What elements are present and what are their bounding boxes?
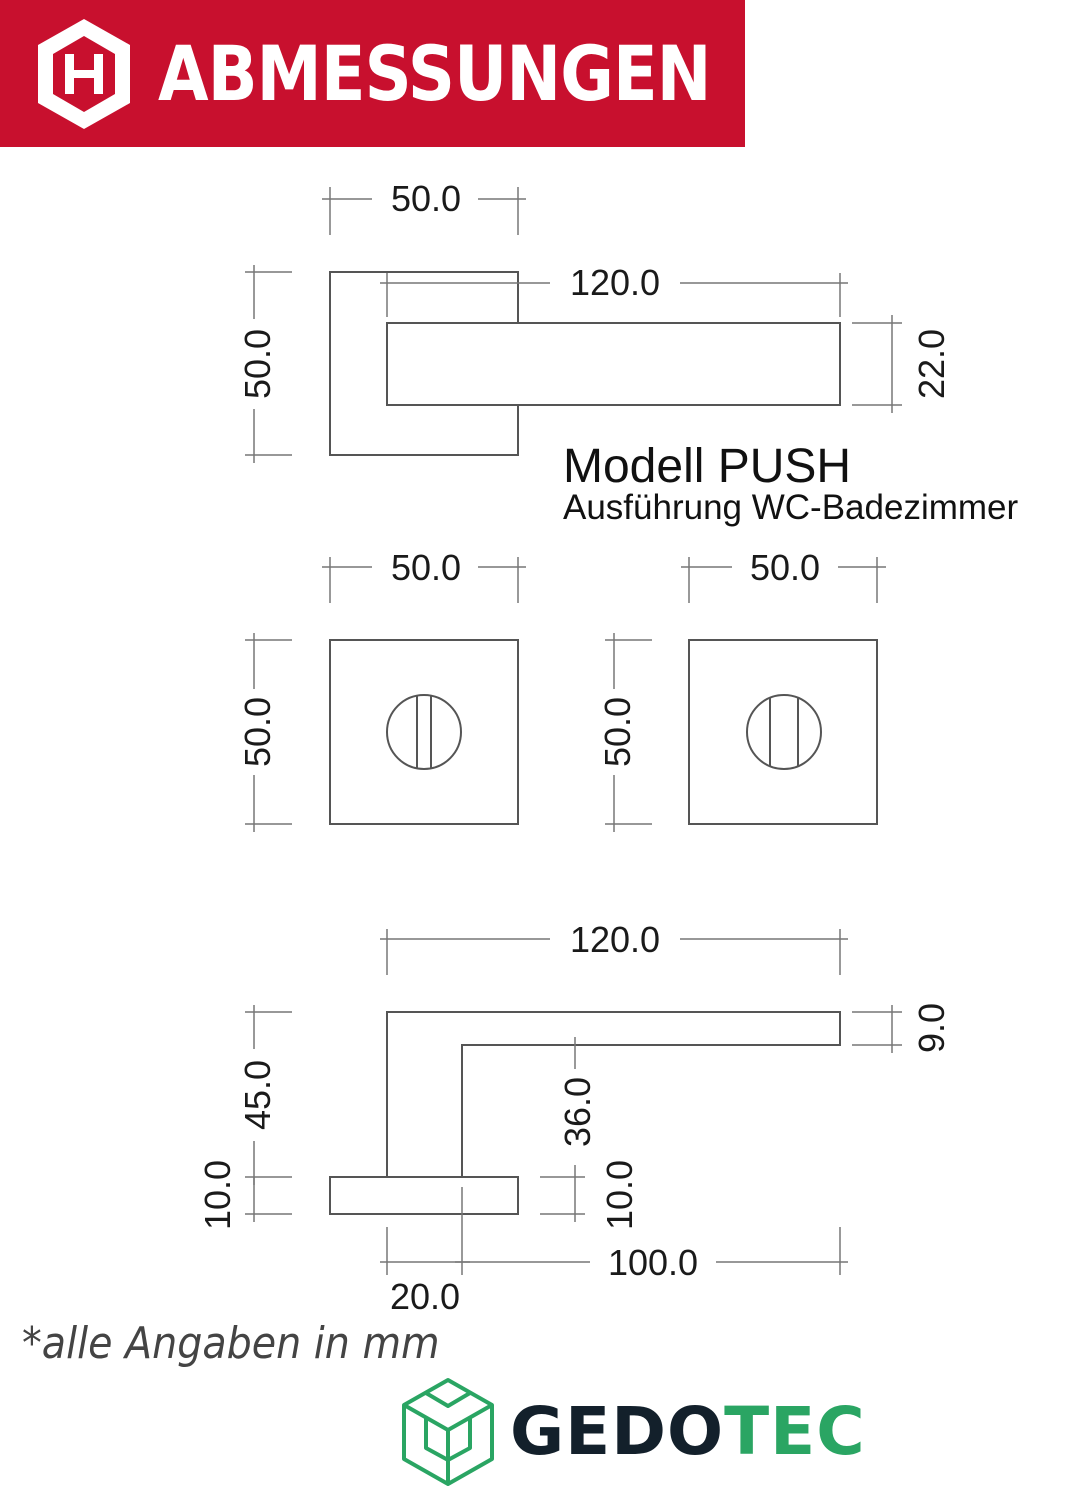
dim-top-rose-height: 50.0 <box>237 329 278 399</box>
cube-logo-icon <box>402 1378 494 1486</box>
header-banner: ABMESSUNGEN <box>0 0 745 147</box>
technical-drawing: 50.0 120.0 50.0 22.0 Modell PUSH Ausführ… <box>197 178 1018 1317</box>
dim-top-handle-height: 22.0 <box>911 329 952 399</box>
brand-name: GEDOTEC <box>510 1390 866 1474</box>
dim-top-rose-width: 50.0 <box>391 178 461 219</box>
dim-side-offset: 20.0 <box>390 1276 460 1317</box>
dim-side-inner-height: 36.0 <box>557 1077 598 1147</box>
dim-side-base-right: 10.0 <box>599 1160 640 1230</box>
dim-side-base-left: 10.0 <box>197 1160 238 1230</box>
brand-name-part2: TEC <box>724 1393 866 1470</box>
dimension-lines <box>245 187 902 1275</box>
rose-right-indicator <box>746 694 822 770</box>
page-title: ABMESSUNGEN <box>158 29 711 118</box>
brand-name-part1: GEDO <box>510 1393 725 1470</box>
dim-rose-left-width: 50.0 <box>391 547 461 588</box>
dim-top-handle-length: 120.0 <box>570 262 660 303</box>
rose-right-outline <box>688 639 878 825</box>
model-variant: Ausführung WC-Badezimmer <box>563 488 1018 527</box>
drawing-outlines <box>329 271 878 1215</box>
dim-side-total-height: 45.0 <box>237 1060 278 1130</box>
hexagon-logo-icon <box>38 19 130 129</box>
rose-left-outline <box>329 639 519 825</box>
side-base-outline <box>329 1176 519 1215</box>
dim-side-thickness: 9.0 <box>911 1003 952 1053</box>
dim-rose-left-height: 50.0 <box>237 697 278 767</box>
dim-rose-right-width: 50.0 <box>750 547 820 588</box>
dimension-labels: 50.0 120.0 50.0 22.0 Modell PUSH Ausführ… <box>197 178 1018 1317</box>
dim-side-reach: 100.0 <box>608 1242 698 1283</box>
top-handle-outline <box>386 322 841 406</box>
rose-left-indicator <box>386 694 462 770</box>
units-footnote: *alle Angaben in mm <box>22 1318 440 1369</box>
dim-rose-right-height: 50.0 <box>597 697 638 767</box>
brand-logo: GEDOTEC <box>398 1376 878 1488</box>
model-name: Modell PUSH <box>563 440 851 493</box>
side-handle-outline <box>386 1011 841 1177</box>
dim-side-length: 120.0 <box>570 919 660 960</box>
